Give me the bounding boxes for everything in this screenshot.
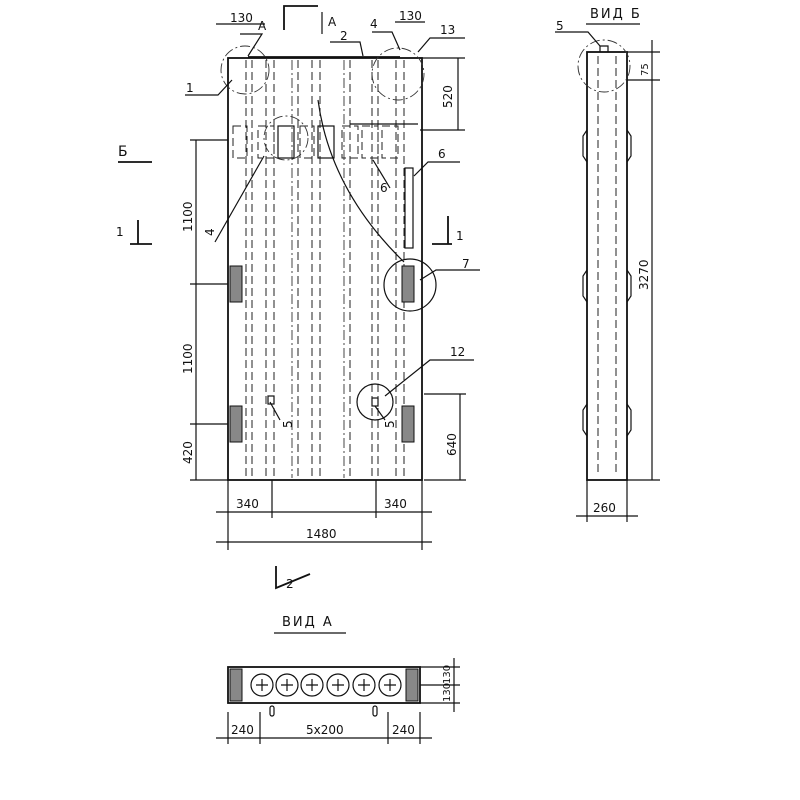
detail-circle-top-right [371, 47, 425, 101]
dim-260: 260 [593, 501, 616, 515]
dim-1100-upper: 1100 [181, 201, 195, 232]
leader-6-inner [372, 159, 391, 189]
leader-4-right [372, 31, 401, 51]
dim-240-right: 240 [392, 723, 415, 737]
dim-5x200: 5x200 [306, 723, 344, 737]
hollow-core-circles [250, 673, 402, 697]
dimension-lines [190, 21, 466, 550]
view-b-label: Б [118, 144, 128, 160]
callout-4: 4 [370, 17, 378, 31]
leader-4-left [240, 33, 264, 57]
callout-6-inner: 6 [380, 181, 388, 195]
hollow-cores [245, 60, 405, 478]
embedded-plate-6 [404, 167, 414, 249]
leader-6 [413, 161, 460, 177]
loop-5 [599, 45, 609, 52]
dim-420: 420 [181, 441, 195, 464]
leader-5-left [269, 401, 281, 421]
section-a-label: А [258, 19, 267, 33]
dim-240-left: 240 [231, 723, 254, 737]
callout-6: 6 [438, 147, 446, 161]
view-a: ВИД А 240 5x200 240 130 130 [216, 615, 460, 744]
callout-5: 5 [556, 19, 564, 33]
detail-circle-5 [577, 39, 631, 93]
callout-7: 7 [462, 257, 470, 271]
callout-5-left: 5 [281, 420, 295, 428]
view-b-outline [586, 51, 628, 481]
section-mark-2-top [283, 5, 318, 30]
panel-plan: 130 А А 1 2 4 130 13 520 Б 6 6 4 1100 1 … [116, 5, 480, 591]
section-2-label: 2 [286, 577, 294, 591]
dim-130-top: 130 [442, 665, 453, 684]
callout-5-right: 5 [383, 420, 397, 428]
dim-1100-lower: 1100 [181, 343, 195, 374]
leader-7 [419, 269, 480, 281]
loop-left [269, 705, 275, 717]
side-keys [582, 129, 632, 437]
dim-1480: 1480 [306, 527, 337, 541]
section-1-left-mark [130, 220, 152, 245]
leader-12 [384, 359, 474, 397]
section-a-label: А [328, 15, 337, 29]
panel-outline [227, 57, 423, 481]
leader-2 [330, 41, 364, 57]
hatched-socket-left-mid [229, 265, 243, 303]
detail-circle-top-left [220, 45, 270, 95]
leader-1 [185, 79, 233, 96]
dim-130-left: 130 [230, 11, 253, 25]
leader-13 [417, 37, 465, 53]
section-1-left: 1 [116, 225, 124, 239]
dim-520: 520 [441, 85, 455, 108]
leader-5-right [374, 405, 386, 421]
view-b-title: ВИД Б [590, 7, 642, 22]
section-1-right-mark [432, 216, 452, 245]
callout-12: 12 [450, 345, 465, 359]
detail-circle-12 [356, 383, 394, 421]
dim-130-bottom: 130 [442, 683, 453, 702]
detail-circle-7 [383, 258, 437, 312]
callout-1: 1 [186, 81, 194, 95]
detail-circle-plug [263, 115, 309, 161]
section-mark-2-bottom [275, 566, 311, 590]
view-b: ВИД Б 5 75 3270 260 [555, 7, 660, 522]
leader-7-curve [317, 99, 405, 263]
dim-130-right: 130 [399, 9, 422, 23]
dim-340-right: 340 [384, 497, 407, 511]
leader-4-lower [214, 155, 265, 243]
dim-340-left: 340 [236, 497, 259, 511]
hatched-socket [229, 668, 243, 702]
loop-right [372, 705, 378, 717]
hatched-socket-right-mid [401, 265, 415, 303]
dim-75: 75 [640, 63, 651, 76]
core-plugs-row [232, 123, 418, 159]
hatched-socket-left-bottom [229, 405, 243, 443]
dim-3270: 3270 [637, 259, 651, 290]
callout-2: 2 [340, 29, 348, 43]
section-1-right: 1 [456, 229, 464, 243]
callout-13: 13 [440, 23, 455, 37]
insert-12 [371, 397, 379, 407]
view-a-title: ВИД А [282, 615, 334, 630]
leader-5 [555, 31, 601, 47]
hatched-socket-right-bottom [401, 405, 415, 443]
dim-640: 640 [445, 433, 459, 456]
hatched-socket [405, 668, 419, 702]
callout-4-lower: 4 [203, 228, 217, 236]
